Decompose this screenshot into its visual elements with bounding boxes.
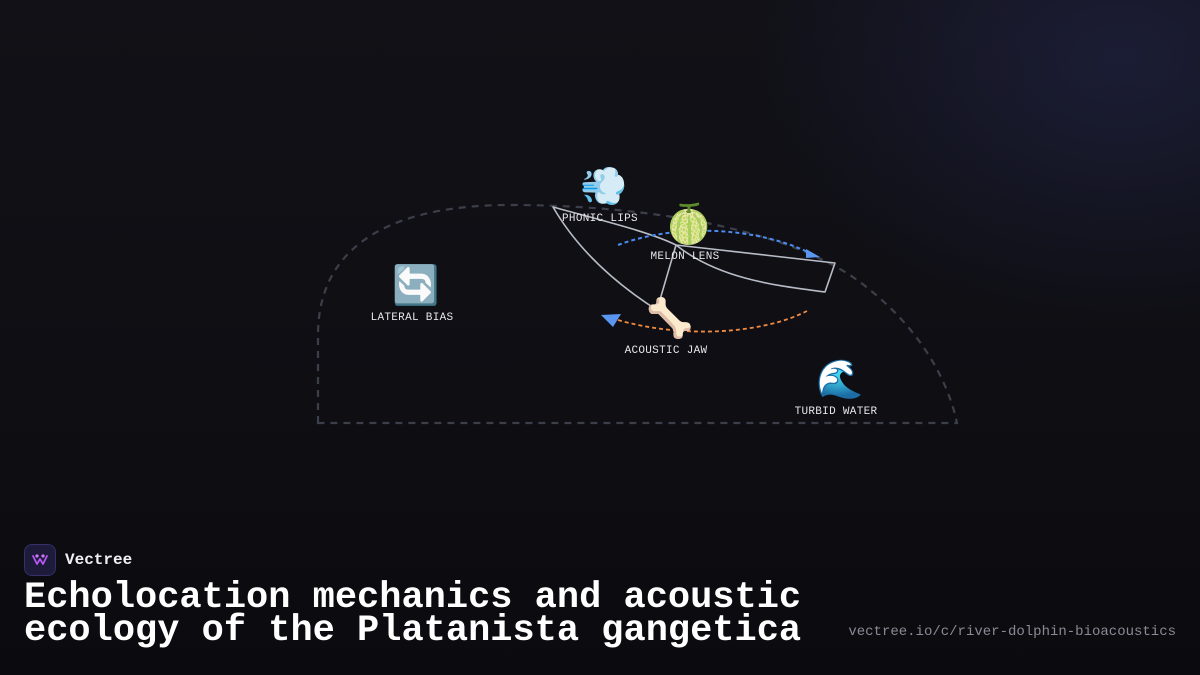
environment-outline: [316, 203, 959, 425]
outgoing-click-beam: [617, 229, 813, 255]
node-lateral-bias: 🔄 LATERAL BIAS: [371, 263, 454, 324]
source-url: vectree.io/c/river-dolphin-bioacoustics: [848, 624, 1176, 640]
water-wave-icon: 🌊: [816, 357, 863, 401]
brand: Vectree: [24, 544, 132, 576]
node-melon-lens: 🍈 MELON LENS: [650, 201, 719, 263]
node-label: ACOUSTIC JAW: [625, 345, 708, 357]
melon-icon: 🍈: [665, 201, 712, 246]
vectree-logo-icon: [24, 544, 56, 576]
node-label: TURBID WATER: [795, 406, 878, 418]
brand-name: Vectree: [65, 551, 133, 569]
node-phonic-lips: 💨 PHONIC LIPS: [562, 164, 638, 225]
bone-icon: 🦴: [646, 295, 693, 340]
returning-echo-arrowhead: [601, 314, 621, 327]
dolphin-head-outline: [552, 206, 836, 311]
node-turbid-water: 🌊 TURBID WATER: [795, 357, 878, 418]
wind-blowing-icon: 💨: [580, 164, 627, 208]
node-label: LATERAL BIAS: [371, 312, 454, 324]
returning-echo-path: [617, 310, 808, 333]
page-title: Echolocation mechanics and acoustic ecol…: [24, 577, 802, 652]
outgoing-click-arrowhead: [806, 249, 820, 258]
node-acoustic-jaw: 🦴 ACOUSTIC JAW: [625, 295, 708, 357]
arrows-cycle-icon: 🔄: [392, 263, 439, 307]
node-label: MELON LENS: [650, 251, 719, 263]
node-label: PHONIC LIPS: [562, 213, 638, 225]
